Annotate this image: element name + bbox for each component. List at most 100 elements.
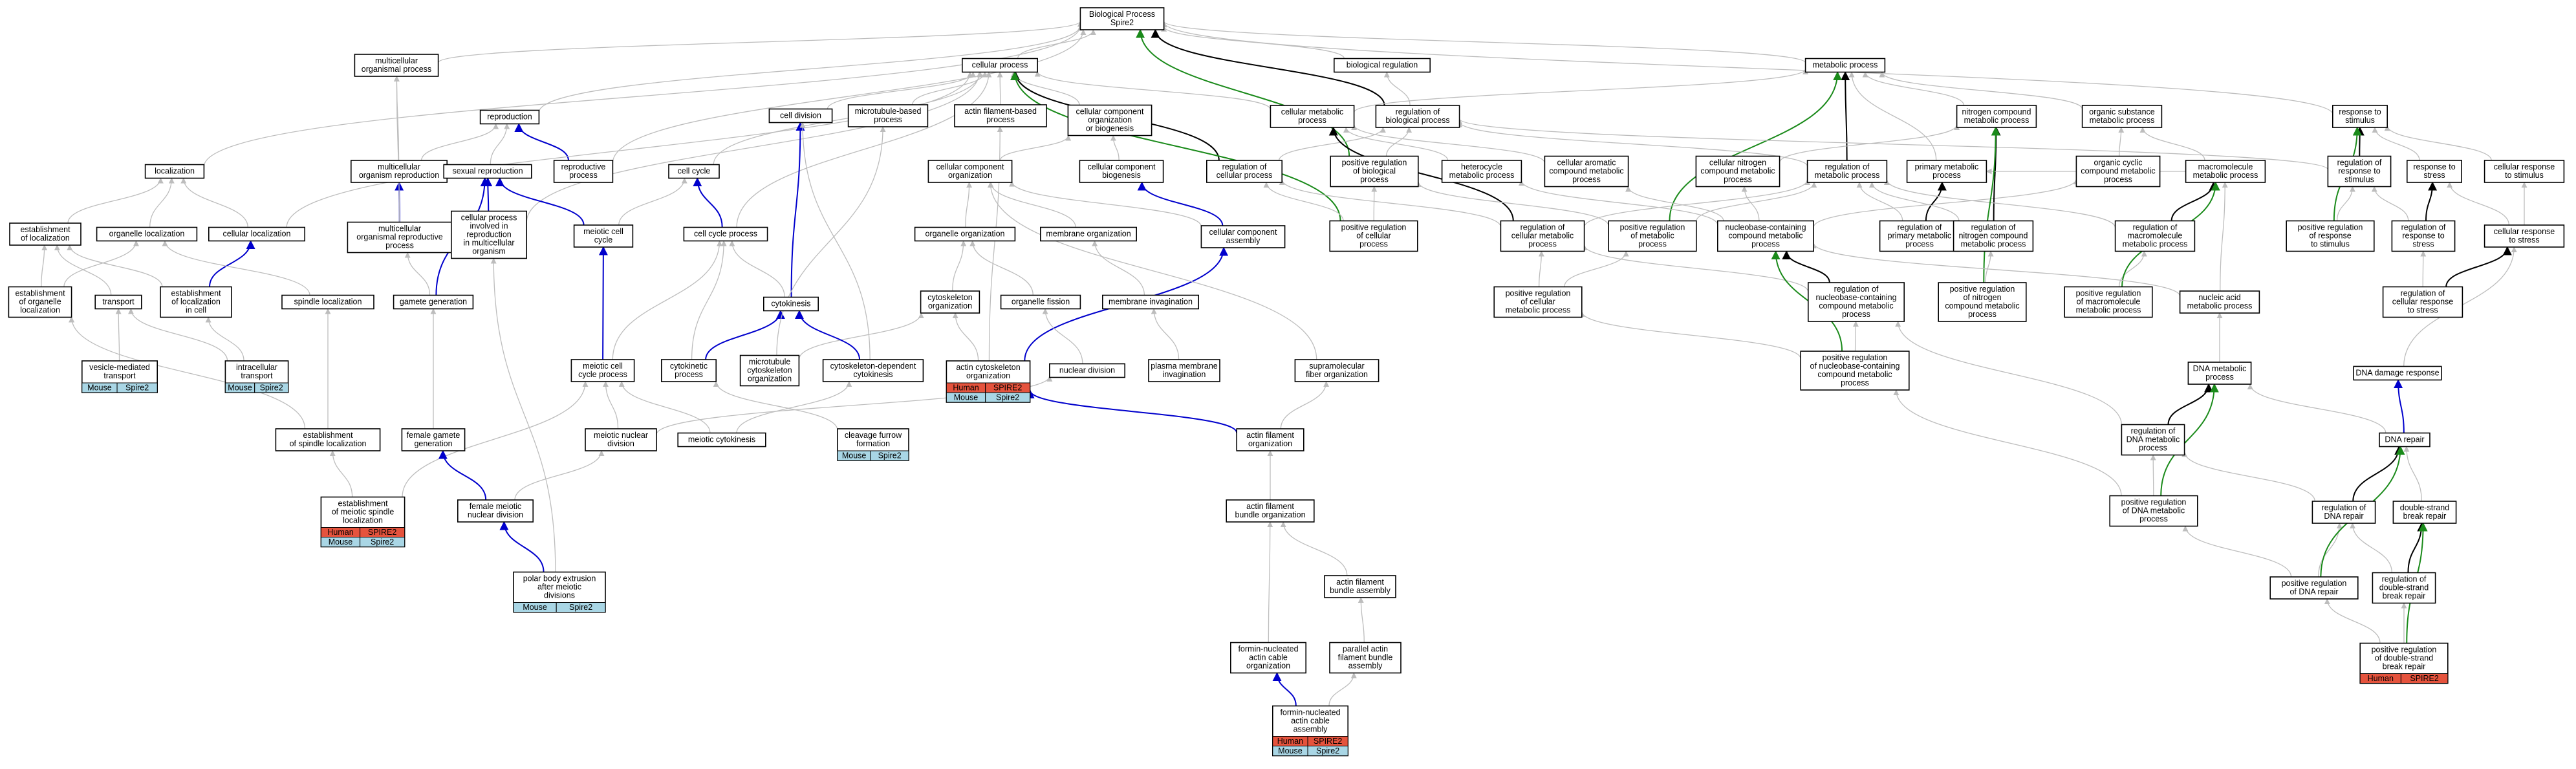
gene-cell xyxy=(254,382,289,393)
edge-part-of xyxy=(438,449,487,501)
go-term-label: of biological xyxy=(1353,167,1396,176)
go-term-label: organic cyclic xyxy=(2094,158,2142,168)
go-term-label: of nucleobase-containing xyxy=(1810,362,1900,371)
go-term-label: organization xyxy=(928,301,972,310)
go-term-label: nucleobase-containing xyxy=(1815,293,1896,302)
go-term-label: assembly xyxy=(1293,725,1328,734)
go-term-label: regulation of xyxy=(2322,503,2366,512)
edge-is-a xyxy=(713,71,984,165)
go-term-node: membrane invagination xyxy=(1102,294,1200,310)
go-term-box xyxy=(1938,282,2027,322)
edge-is-a xyxy=(1042,308,1083,364)
go-term-label: division xyxy=(607,439,634,448)
go-term-label: membrane invagination xyxy=(1109,298,1193,307)
edge-is-a xyxy=(402,381,589,497)
gene-label: SPIRE2 xyxy=(2410,674,2439,683)
edge-is-a xyxy=(1883,179,2116,228)
edge-part-of xyxy=(693,177,723,228)
go-term-label: organization xyxy=(748,374,792,384)
go-term-label: regulation of xyxy=(1971,223,2016,232)
go-term-label: transport xyxy=(102,298,135,307)
edge-is-a xyxy=(526,71,982,222)
edge-is-a xyxy=(999,135,1072,161)
edge-is-a xyxy=(736,381,852,433)
edge-is-a xyxy=(1538,250,1544,287)
go-term-box xyxy=(1804,58,1886,73)
edge-is-a xyxy=(997,71,1003,105)
go-term-label: regulation of xyxy=(2131,427,2176,436)
edge-regulates xyxy=(1925,181,1947,221)
edge-is-a xyxy=(965,182,973,228)
go-term-node: gamete generation xyxy=(393,294,474,310)
go-term-label: multicellular xyxy=(378,224,421,233)
edge-part-of xyxy=(1272,672,1297,706)
gene-cell xyxy=(985,392,1031,403)
edge-is-a xyxy=(1862,71,1965,106)
go-term-label: process xyxy=(1528,240,1557,249)
edge-is-a xyxy=(490,257,556,572)
gene-label: Spire2 xyxy=(371,537,394,547)
go-term-box xyxy=(1953,220,2034,252)
edge-is-a xyxy=(115,308,122,362)
edge-is-a xyxy=(404,252,431,296)
go-term-label: of metabolic xyxy=(1630,232,1674,241)
go-term-box xyxy=(401,428,466,451)
go-term-label: metabolic process xyxy=(2076,306,2141,315)
edge-is-a xyxy=(1456,118,2329,170)
go-term-box xyxy=(354,54,439,77)
go-term-label: cellular response xyxy=(2392,298,2454,307)
go-term-label: process xyxy=(1359,240,1388,249)
go-term-label: metabolic process xyxy=(1815,171,1880,180)
edge-is-a xyxy=(420,123,499,161)
edge-is-a xyxy=(67,177,164,224)
edge-part-of xyxy=(1137,181,1224,226)
edge-is-a xyxy=(612,29,1087,164)
edge-is-a xyxy=(1034,70,1272,110)
go-term-label: biological regulation xyxy=(1347,61,1418,70)
edge-is-a xyxy=(1456,121,1808,167)
edge-part-of xyxy=(514,123,569,161)
go-term-label: process xyxy=(1905,240,1934,249)
go-term-label: cleavage furrow xyxy=(845,431,902,440)
edge-regulates xyxy=(2425,181,2438,221)
go-term-box xyxy=(2372,572,2436,604)
gene-cell xyxy=(116,382,158,393)
go-term-label: of response xyxy=(2309,232,2351,241)
go-term-label: break repair xyxy=(2383,662,2426,671)
go-term-box xyxy=(1906,160,1987,183)
go-term-label: of DNA repair xyxy=(2289,587,2338,596)
go-term-label: compound metabolic xyxy=(1819,301,1893,310)
go-term-label: cellular component xyxy=(1209,228,1277,237)
edge-is-a xyxy=(2139,127,2205,161)
go-term-box xyxy=(1049,363,1126,378)
go-term-label: cellular localization xyxy=(223,230,291,239)
edge-is-a xyxy=(798,312,924,360)
go-term-label: generation xyxy=(414,439,452,448)
edge-is-a xyxy=(1161,21,1806,63)
go-term-label: cellular nitrogen xyxy=(1709,158,1766,168)
edge-is-a xyxy=(1278,127,1386,161)
go-term-label: fiber organization xyxy=(1306,370,1368,379)
go-term-label: filament bundle xyxy=(1338,653,1393,662)
go-term-box xyxy=(2311,501,2376,524)
go-term-box xyxy=(96,226,198,242)
edge-is-a xyxy=(162,240,310,296)
edge-is-a xyxy=(2118,250,2147,287)
species-label: Human xyxy=(327,528,353,537)
go-term-label: in multicellular xyxy=(463,239,514,248)
go-term-label: break repair xyxy=(2403,512,2447,521)
go-term-label: actin filament-based xyxy=(964,107,1037,116)
go-term-label: organism xyxy=(472,247,505,256)
